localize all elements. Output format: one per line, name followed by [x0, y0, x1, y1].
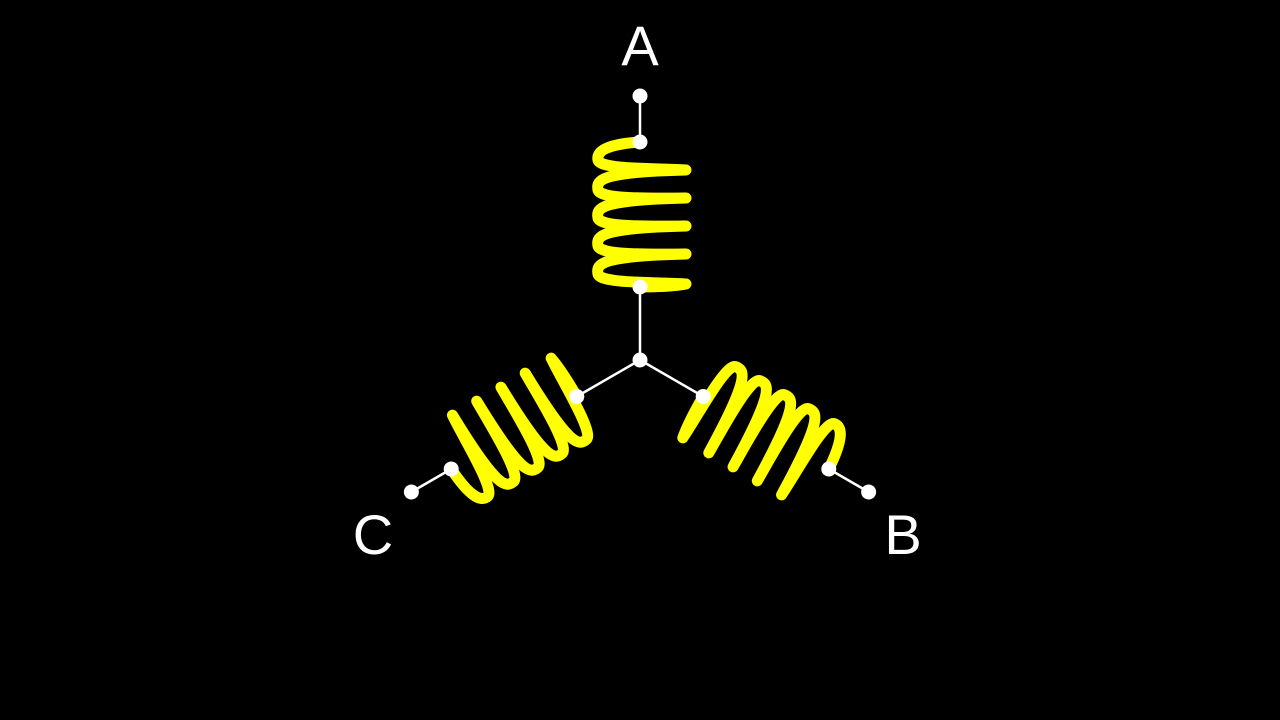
phase-c-winding [382, 320, 661, 532]
coil-icon [617, 323, 896, 535]
label-a: A [621, 14, 659, 77]
phase-b-winding [617, 323, 896, 535]
label-c: C [353, 503, 393, 566]
coil-icon [598, 89, 686, 361]
neutral-node [632, 352, 648, 368]
phase-a-winding [598, 89, 686, 361]
label-b: B [884, 503, 921, 566]
coil-icon [382, 320, 661, 532]
